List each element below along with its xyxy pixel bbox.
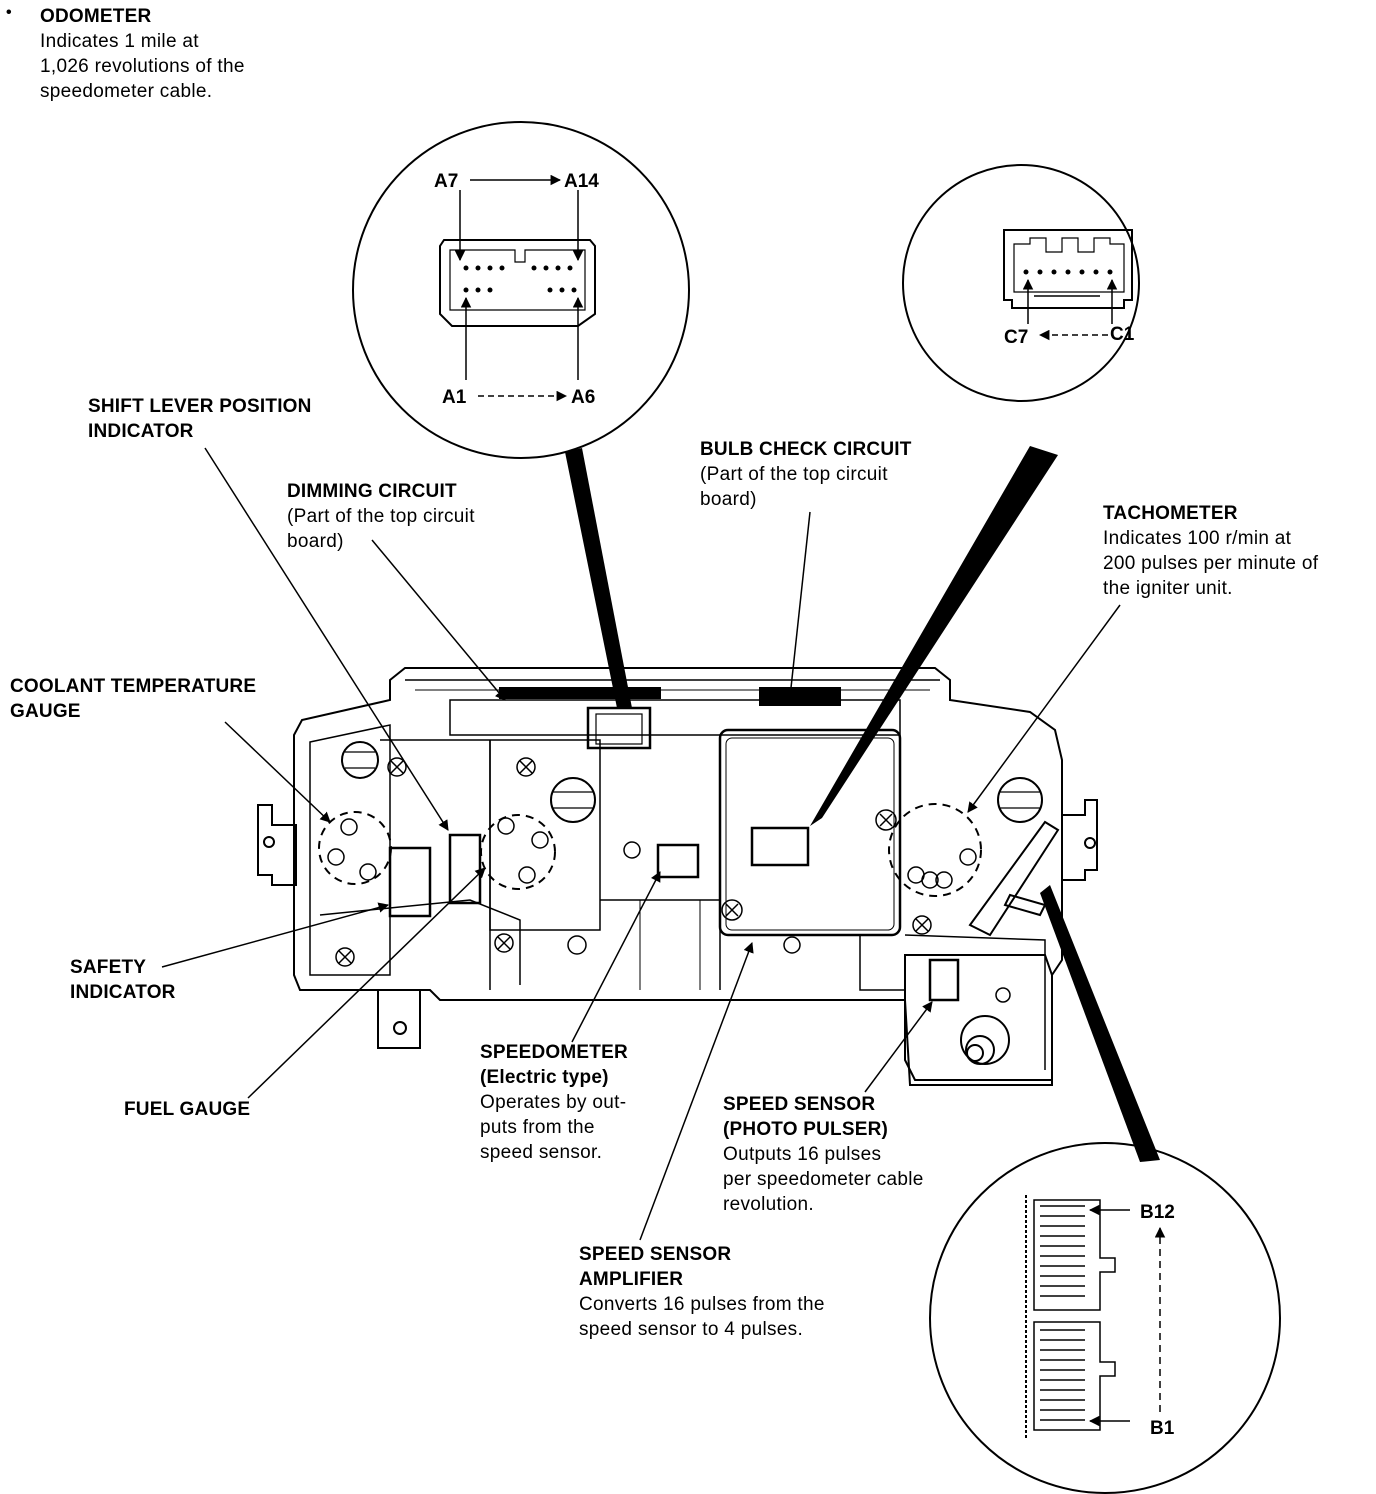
tachometer-label: TACHOMETER Indicates 100 r/min at 200 pu… xyxy=(1103,503,1319,599)
label-c1: C1 xyxy=(1110,324,1135,345)
connector-c-zoom: C7 C1 xyxy=(902,164,1140,402)
cluster-body xyxy=(257,667,1098,1086)
dimming-circuit-label: DIMMING CIRCUIT (Part of the top circuit… xyxy=(287,481,475,552)
speedometer-label: SPEEDOMETER (Electric type) Operates by … xyxy=(480,1042,628,1163)
label-b12: B12 xyxy=(1140,1202,1175,1223)
connector-a-zoom: A7 A14 A1 A6 xyxy=(352,121,690,459)
coolant-label: COOLANT TEMPERATURE GAUGE xyxy=(10,676,257,722)
connector-b-zoom: B12 B1 xyxy=(929,1142,1281,1494)
odometer-label: ODOMETER Indicates 1 mile at 1,026 revol… xyxy=(40,6,245,102)
callout-leaders xyxy=(161,447,1121,1241)
shift-lever-label: SHIFT LEVER POSITION INDICATOR xyxy=(88,396,312,442)
label-c7: C7 xyxy=(1004,327,1028,348)
speed-sensor-label: SPEED SENSOR (PHOTO PULSER) Outputs 16 p… xyxy=(723,1094,924,1215)
label-a6: A6 xyxy=(571,387,595,408)
zoom-leaders xyxy=(565,446,1160,1162)
label-b1: B1 xyxy=(1150,1418,1175,1439)
label-a14: A14 xyxy=(564,171,599,192)
label-a1: A1 xyxy=(442,387,467,408)
amplifier-label: SPEED SENSOR AMPLIFIER Converts 16 pulse… xyxy=(579,1244,825,1340)
bulb-check-label: BULB CHECK CIRCUIT (Part of the top circ… xyxy=(700,439,912,510)
fuel-gauge-label: FUEL GAUGE xyxy=(124,1099,251,1120)
label-a7: A7 xyxy=(434,171,458,192)
safety-indicator-label: SAFETY INDICATOR xyxy=(70,957,176,1003)
bullet: • xyxy=(6,4,12,21)
